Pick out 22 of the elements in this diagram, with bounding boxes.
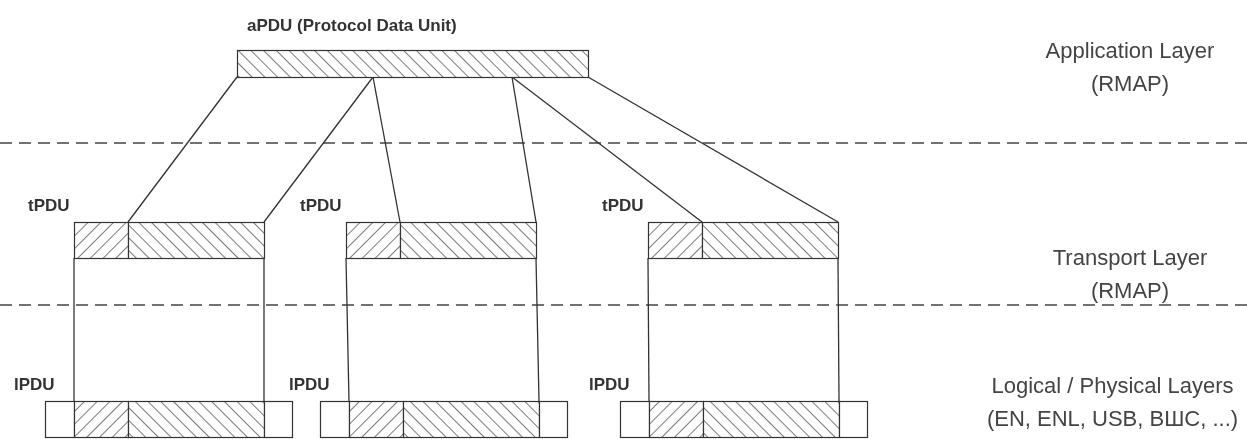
pdu-label: lPDU bbox=[14, 375, 55, 395]
connector-line bbox=[372, 76, 401, 223]
pdu-label: lPDU bbox=[289, 375, 330, 395]
connector-line bbox=[647, 257, 650, 402]
layer-name: Application Layer (RMAP) bbox=[1044, 37, 1216, 98]
connector-line bbox=[263, 257, 265, 402]
pdu-label: tPDU bbox=[602, 196, 644, 216]
layer-name: Transport Layer (RMAP) bbox=[1051, 244, 1209, 305]
connector-line bbox=[837, 257, 840, 402]
connector-line bbox=[511, 76, 703, 223]
pdu-label: aPDU (Protocol Data Unit) bbox=[247, 16, 457, 36]
pdu-label: tPDU bbox=[300, 196, 342, 216]
connector-line bbox=[535, 257, 540, 402]
connector-line bbox=[511, 76, 537, 223]
pdu-label: lPDU bbox=[589, 375, 630, 395]
connector-line bbox=[345, 257, 350, 402]
pdu-label: tPDU bbox=[28, 196, 70, 216]
layer-name: Logical / Physical Layers (EN, ENL, USB, ВШС, ...) bbox=[985, 372, 1240, 433]
connector-line bbox=[73, 257, 75, 402]
connector-line bbox=[263, 76, 374, 223]
connector-line bbox=[587, 76, 839, 223]
connector-line bbox=[127, 76, 238, 223]
